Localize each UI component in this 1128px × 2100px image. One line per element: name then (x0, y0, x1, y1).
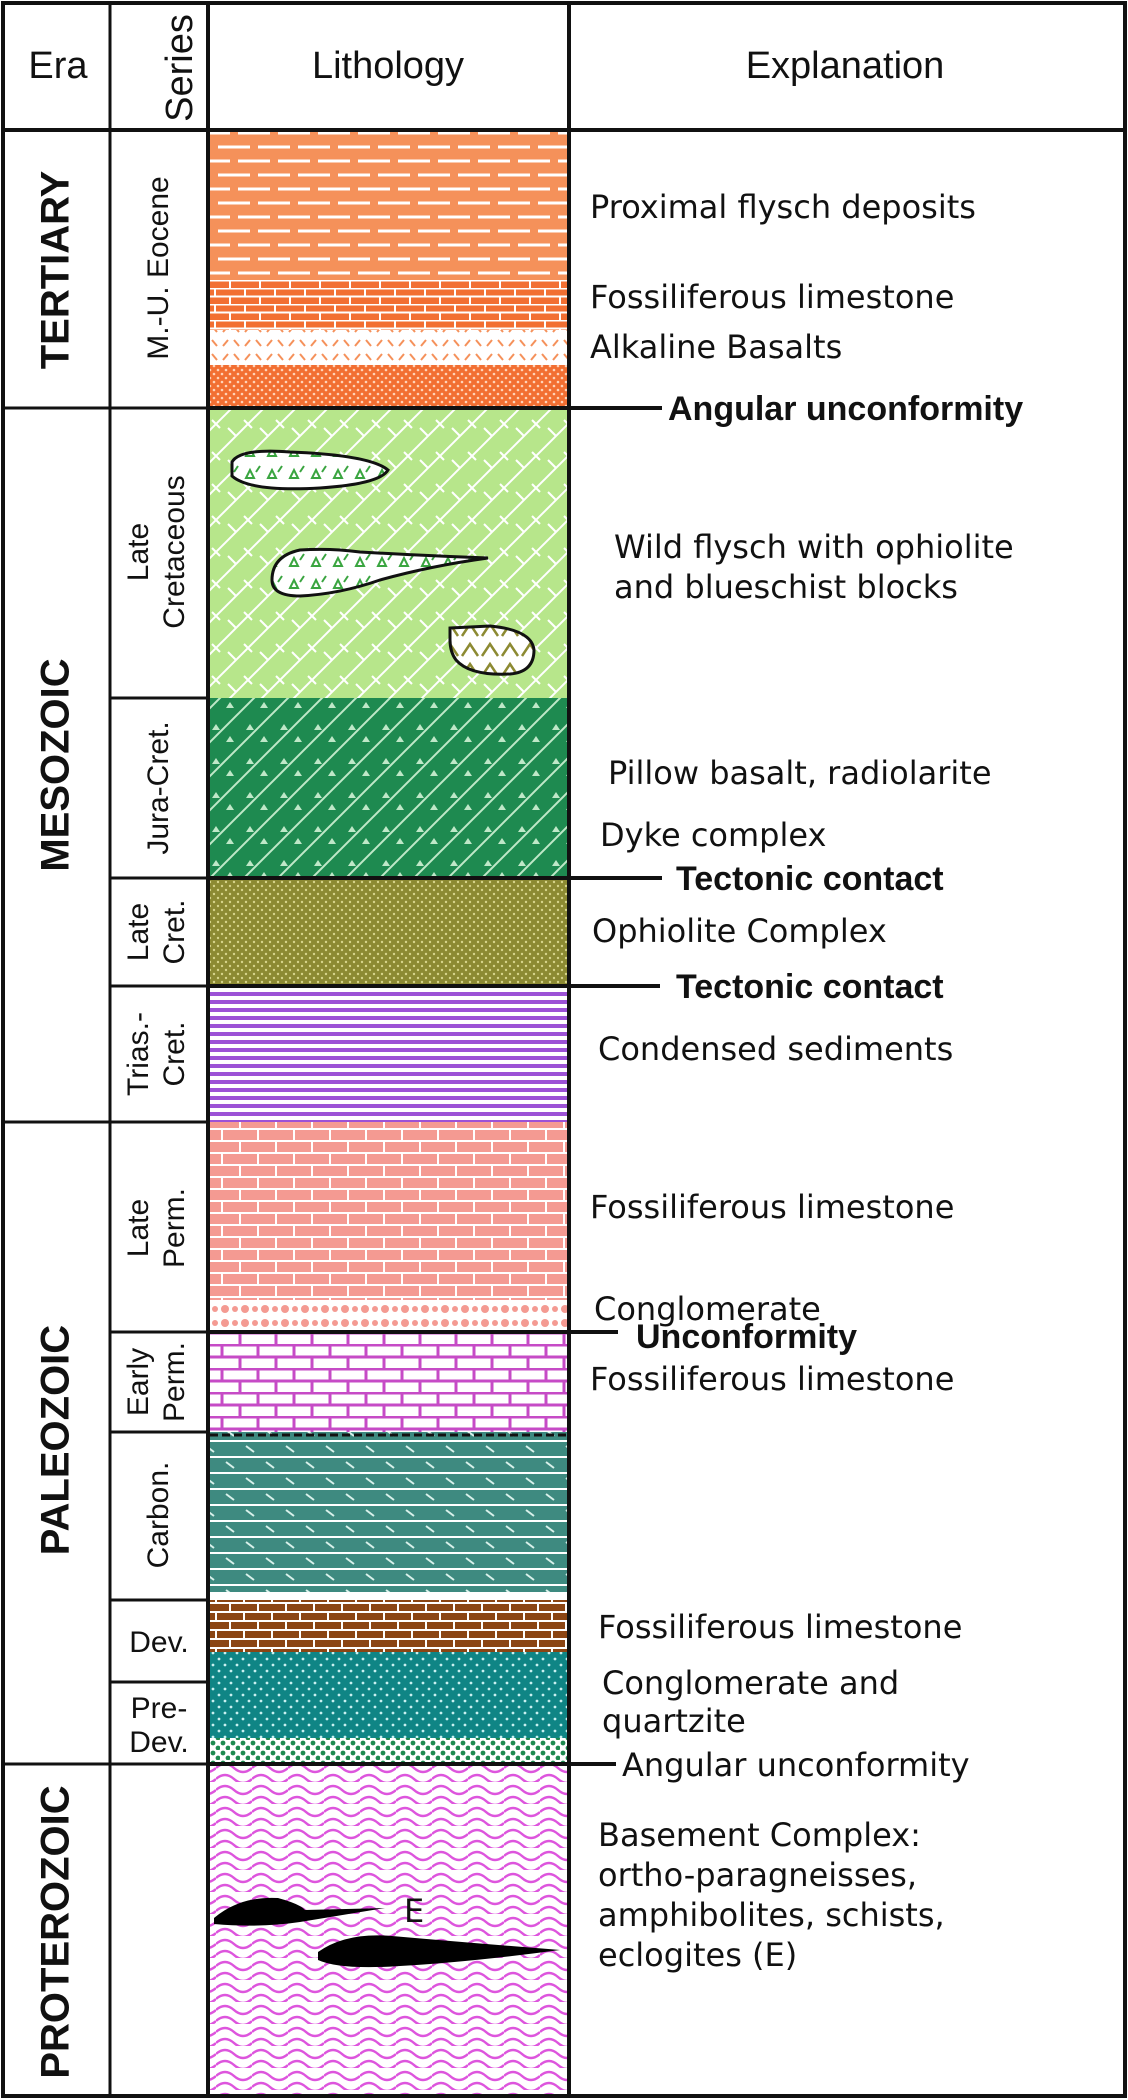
era-paleozoic: PALEOZOIC (34, 1325, 78, 1555)
litho-alkaline-basalts (210, 330, 567, 365)
series-late-cret-short-1: Late (122, 903, 155, 961)
exp-alkaline-basalts: Alkaline Basalts (590, 328, 842, 366)
exp-fossiliferous-limestone-2: Fossiliferous limestone (590, 1188, 954, 1226)
series-late-cret-short-2: Cret. (158, 899, 191, 964)
litho-fossiliferous-limestone-eocene (210, 280, 567, 330)
contact-tectonic-2: Tectonic contact (676, 968, 944, 1006)
litho-fossiliferous-limestone-dev (210, 1600, 567, 1652)
series-pre-dev-2: Dev. (129, 1726, 188, 1759)
series-late-cretaceous-2: Cretaceous (158, 475, 191, 628)
exp-conglomerate-quartzite-1: Conglomerate and (602, 1664, 899, 1702)
exp-basement-1: Basement Complex: (598, 1816, 921, 1854)
eclogite-label: E (404, 1892, 424, 1930)
header-lithology: Lithology (312, 45, 464, 87)
exp-fossiliferous-limestone-3: Fossiliferous limestone (590, 1360, 954, 1398)
series-eocene: M.-U. Eocene (142, 176, 175, 359)
series-trias-cret-2: Cret. (158, 1021, 191, 1086)
exp-fossiliferous-limestone-1: Fossiliferous limestone (590, 278, 954, 316)
series-early-perm-2: Perm. (158, 1342, 191, 1422)
series-late-cretaceous-1: Late (122, 523, 155, 581)
exp-condensed-sediments: Condensed sediments (598, 1030, 953, 1068)
litho-conglomerate (210, 1300, 567, 1332)
litho-carboniferous (210, 1432, 567, 1592)
series-late-perm-2: Perm. (158, 1188, 191, 1268)
era-mesozoic: MESOZOIC (34, 658, 78, 871)
litho-ophiolite-complex (210, 878, 567, 986)
eclogite-lens-2 (318, 1935, 560, 1968)
litho-fossiliferous-limestone-late-perm (210, 1122, 567, 1300)
exp-wild-flysch-1: Wild flysch with ophiolite (614, 528, 1014, 566)
litho-pillow-basalt (210, 698, 567, 878)
exp-basement-3: amphibolites, schists, (598, 1896, 945, 1934)
litho-condensed-sediments (210, 986, 567, 1122)
ophiolite-block-3 (448, 624, 536, 676)
exp-pillow-basalt: Pillow basalt, radiolarite (608, 754, 992, 792)
litho-conglomerate-quartzite (210, 1652, 567, 1738)
exp-fossiliferous-limestone-4: Fossiliferous limestone (598, 1608, 962, 1646)
era-proterozoic: PROTEROZOIC (34, 1785, 78, 2078)
exp-conglomerate: Conglomerate (594, 1290, 821, 1328)
litho-pre-dev-base (210, 1738, 567, 1764)
header-series: Series (159, 14, 201, 122)
series-trias-cret-1: Trias.- (122, 1012, 155, 1096)
contact-angular-unconformity-2: Angular unconformity (622, 1746, 970, 1784)
eclogite-lens-1 (214, 1897, 385, 1926)
litho-basal-orange (210, 365, 567, 408)
litho-basement-complex (210, 1764, 567, 2094)
exp-basement-4: eclogites (E) (598, 1936, 797, 1974)
blueschist-block-1 (230, 449, 390, 491)
contact-angular-unconformity-1: Angular unconformity (668, 390, 1023, 428)
contact-unconformity: Unconformity (636, 1318, 857, 1356)
lithology-column (210, 130, 567, 2094)
header-explanation: Explanation (746, 45, 945, 87)
header-era: Era (28, 45, 88, 87)
litho-proximal-flysch (210, 130, 567, 280)
exp-dyke-complex: Dyke complex (600, 816, 826, 854)
exp-wild-flysch-2: and blueschist blocks (614, 568, 958, 606)
series-early-perm-1: Early (122, 1348, 155, 1416)
litho-fossiliferous-limestone-early-perm (210, 1332, 567, 1432)
series-jura-cret: Jura-Cret. (142, 721, 175, 854)
series-carbon: Carbon. (142, 1462, 175, 1569)
series-pre-dev-1: Pre- (131, 1692, 188, 1725)
ophiolite-block-2 (270, 547, 489, 598)
exp-conglomerate-quartzite-2: quartzite (602, 1702, 746, 1740)
series-dev: Dev. (129, 1626, 188, 1659)
era-tertiary: TERTIARY (34, 170, 78, 369)
series-late-perm-1: Late (122, 1199, 155, 1257)
exp-basement-2: ortho-paragneisses, (598, 1856, 917, 1894)
exp-proximal-flysch: Proximal flysch deposits (590, 188, 976, 226)
contact-tectonic-1: Tectonic contact (676, 860, 944, 898)
exp-ophiolite-complex: Ophiolite Complex (592, 912, 887, 950)
